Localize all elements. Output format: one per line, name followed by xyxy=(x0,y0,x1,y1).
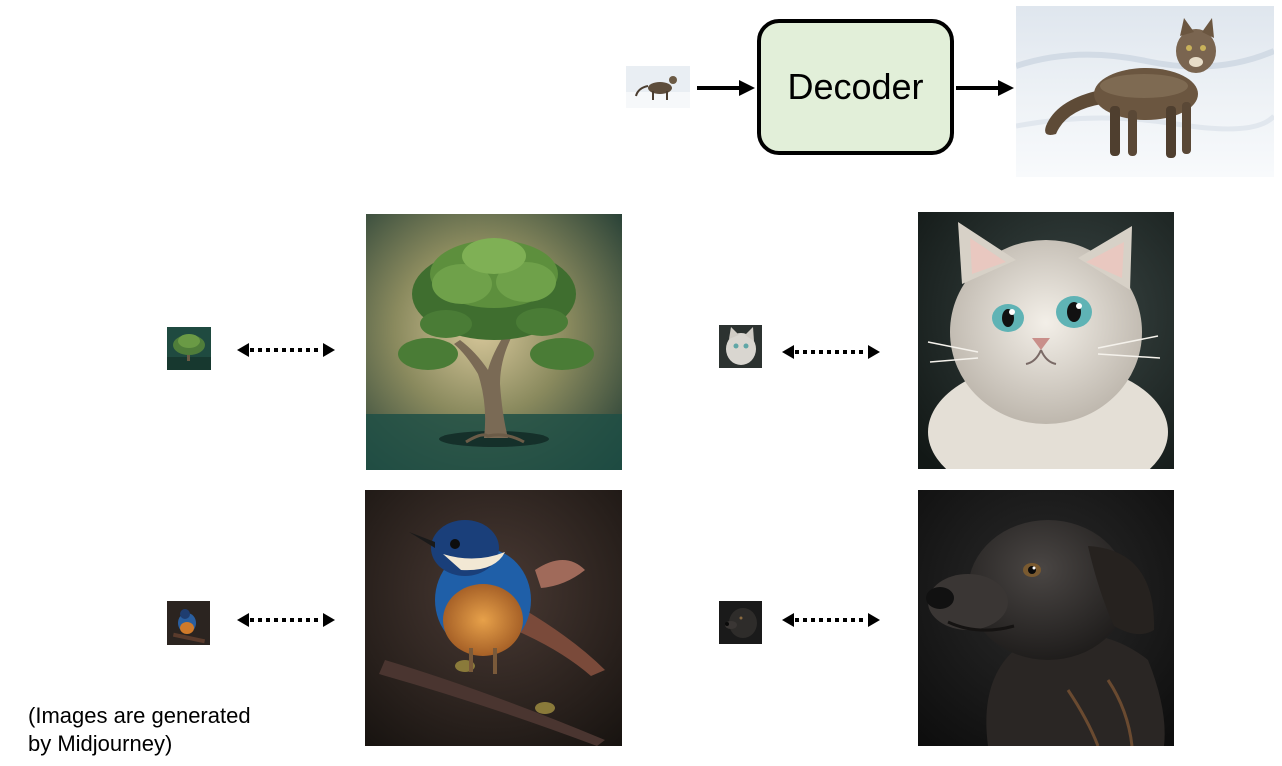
double-arrow-tree xyxy=(237,341,335,359)
bird-image xyxy=(365,490,622,746)
cat-snow-image xyxy=(1016,6,1274,177)
small-bird-image xyxy=(167,601,210,645)
arrow-from-decoder xyxy=(956,78,1016,98)
small-tree-image xyxy=(167,327,211,370)
decoder-label: Decoder xyxy=(787,66,924,107)
tree-image xyxy=(366,214,622,470)
arrow-to-decoder xyxy=(697,78,757,98)
caption-line-1: (Images are generated xyxy=(28,703,251,728)
small-dog-image xyxy=(719,601,762,644)
small-fluffy-cat-image xyxy=(719,325,762,368)
caption: (Images are generated by Midjourney) xyxy=(28,702,328,758)
caption-line-2: by Midjourney) xyxy=(28,731,173,756)
black-dog-image xyxy=(918,490,1174,746)
double-arrow-cat xyxy=(782,343,880,361)
double-arrow-bird xyxy=(237,611,335,629)
small-cat-snow-image xyxy=(626,66,690,108)
fluffy-cat-image xyxy=(918,212,1174,469)
double-arrow-dog xyxy=(782,611,880,629)
decoder-block: Decoder xyxy=(757,19,954,155)
